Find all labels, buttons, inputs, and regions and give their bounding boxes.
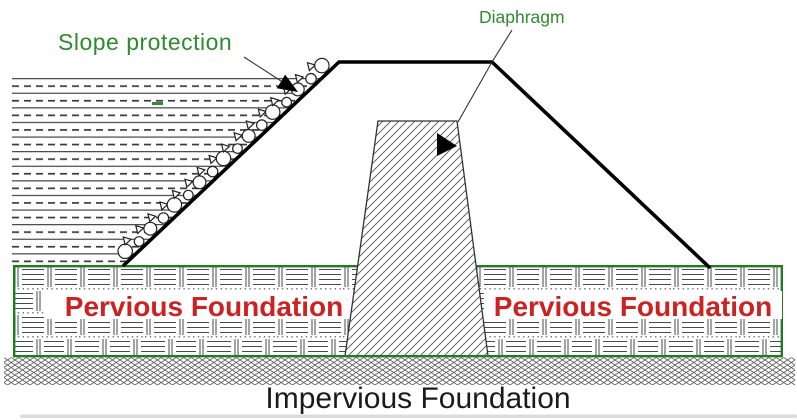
diaphragm-leader-line — [457, 29, 513, 123]
riprap-rocks — [117, 57, 330, 260]
diaphragm-arrowhead-icon — [437, 133, 457, 156]
water-level-marker — [152, 102, 163, 105]
pervious-foundation-label-right: Pervious Foundation — [494, 291, 772, 322]
impervious-foundation-label: Impervious Foundation — [265, 382, 570, 415]
slope-protection-arrowhead-icon — [276, 74, 298, 92]
diaphragm-label: Diaphragm — [479, 7, 565, 27]
annotations — [243, 29, 513, 156]
slope-protection-leader-line — [243, 56, 282, 82]
diaphragm-wall — [344, 120, 489, 357]
slope-protection-label: Slope protection — [58, 29, 232, 55]
dam-outline — [122, 60, 711, 269]
impervious-foundation-band — [4, 357, 795, 385]
pervious-foundation-label-left: Pervious Foundation — [65, 291, 343, 322]
left-label-backplate — [44, 291, 366, 319]
bottom-edge-strip — [20, 414, 797, 418]
right-label-backplate — [484, 291, 782, 319]
